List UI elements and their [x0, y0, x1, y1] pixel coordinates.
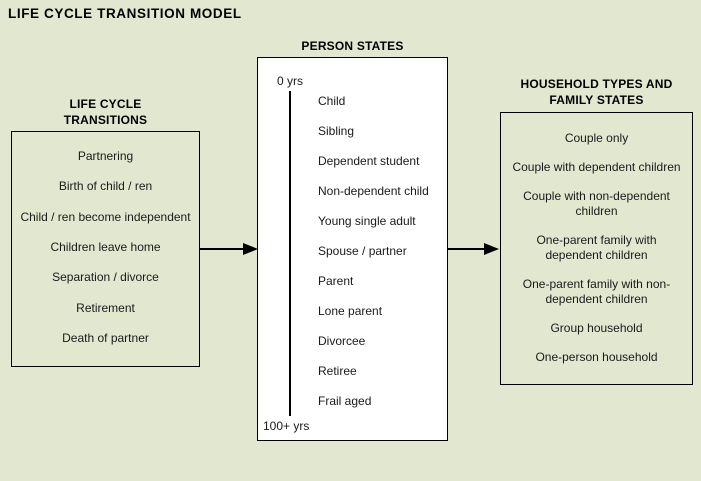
- age-timeline-axis: [289, 91, 291, 416]
- person-state-item: Retiree: [318, 364, 357, 378]
- transitions-header-text: LIFE CYCLE TRANSITIONS: [63, 97, 148, 127]
- transition-item: Children leave home: [50, 239, 161, 254]
- age-axis-start-label: 0 yrs: [277, 74, 304, 88]
- household-types-header-text: HOUSEHOLD TYPES AND FAMILY STATES: [520, 77, 673, 107]
- transition-item: Birth of child / ren: [58, 179, 153, 194]
- household-types-header: HOUSEHOLD TYPES AND FAMILY STATES: [500, 76, 693, 108]
- person-state-item: Young single adult: [318, 214, 416, 228]
- transition-item: Separation / divorce: [52, 270, 159, 285]
- household-type-item: Couple with dependent children: [512, 160, 681, 174]
- household-type-item: One-parent family with non-dependent chi…: [522, 277, 671, 306]
- person-state-item: Frail aged: [318, 394, 372, 408]
- household-type-item: Couple only: [564, 131, 629, 145]
- household-types-box: Couple only Couple with dependent childr…: [500, 112, 693, 385]
- arrow-line: [448, 248, 484, 250]
- person-states-list: Child Sibling Dependent student Non-depe…: [318, 86, 429, 416]
- household-type-item: One-person household: [535, 350, 658, 364]
- transition-item: Child / ren become independent: [20, 209, 191, 224]
- diagram-title: LIFE CYCLE TRANSITION MODEL: [8, 6, 242, 21]
- person-state-item: Dependent student: [318, 154, 420, 168]
- arrow-right-icon: [243, 243, 258, 255]
- transition-item: Partnering: [77, 148, 134, 163]
- person-states-header-text: PERSON STATES: [301, 39, 404, 53]
- person-state-item: Divorcee: [318, 334, 366, 348]
- person-state-item: Parent: [318, 274, 354, 288]
- flow-arrow-transitions-to-person-states: [200, 242, 258, 256]
- flow-arrow-person-states-to-household-types: [448, 242, 499, 256]
- arrow-line: [200, 248, 243, 250]
- transition-item: Death of partner: [62, 331, 149, 346]
- age-axis-end-label: 100+ yrs: [263, 419, 310, 433]
- transitions-box: Partnering Birth of child / ren Child / …: [11, 131, 200, 367]
- transitions-header: LIFE CYCLE TRANSITIONS: [11, 96, 200, 128]
- person-state-item: Non-dependent child: [318, 184, 429, 198]
- household-type-item: Couple with non-dependent children: [523, 189, 670, 218]
- transition-item: Retirement: [76, 300, 135, 315]
- person-state-item: Sibling: [318, 124, 355, 138]
- person-state-item: Lone parent: [318, 304, 383, 318]
- household-type-item: Group household: [550, 321, 643, 335]
- person-state-item: Spouse / partner: [318, 244, 407, 258]
- person-states-header: PERSON STATES: [257, 38, 448, 54]
- person-states-box: 0 yrs Child Sibling Dependent student No…: [257, 57, 448, 441]
- household-type-item: One-parent family with dependent childre…: [536, 233, 657, 262]
- arrow-right-icon: [484, 243, 499, 255]
- person-state-item: Child: [318, 94, 346, 108]
